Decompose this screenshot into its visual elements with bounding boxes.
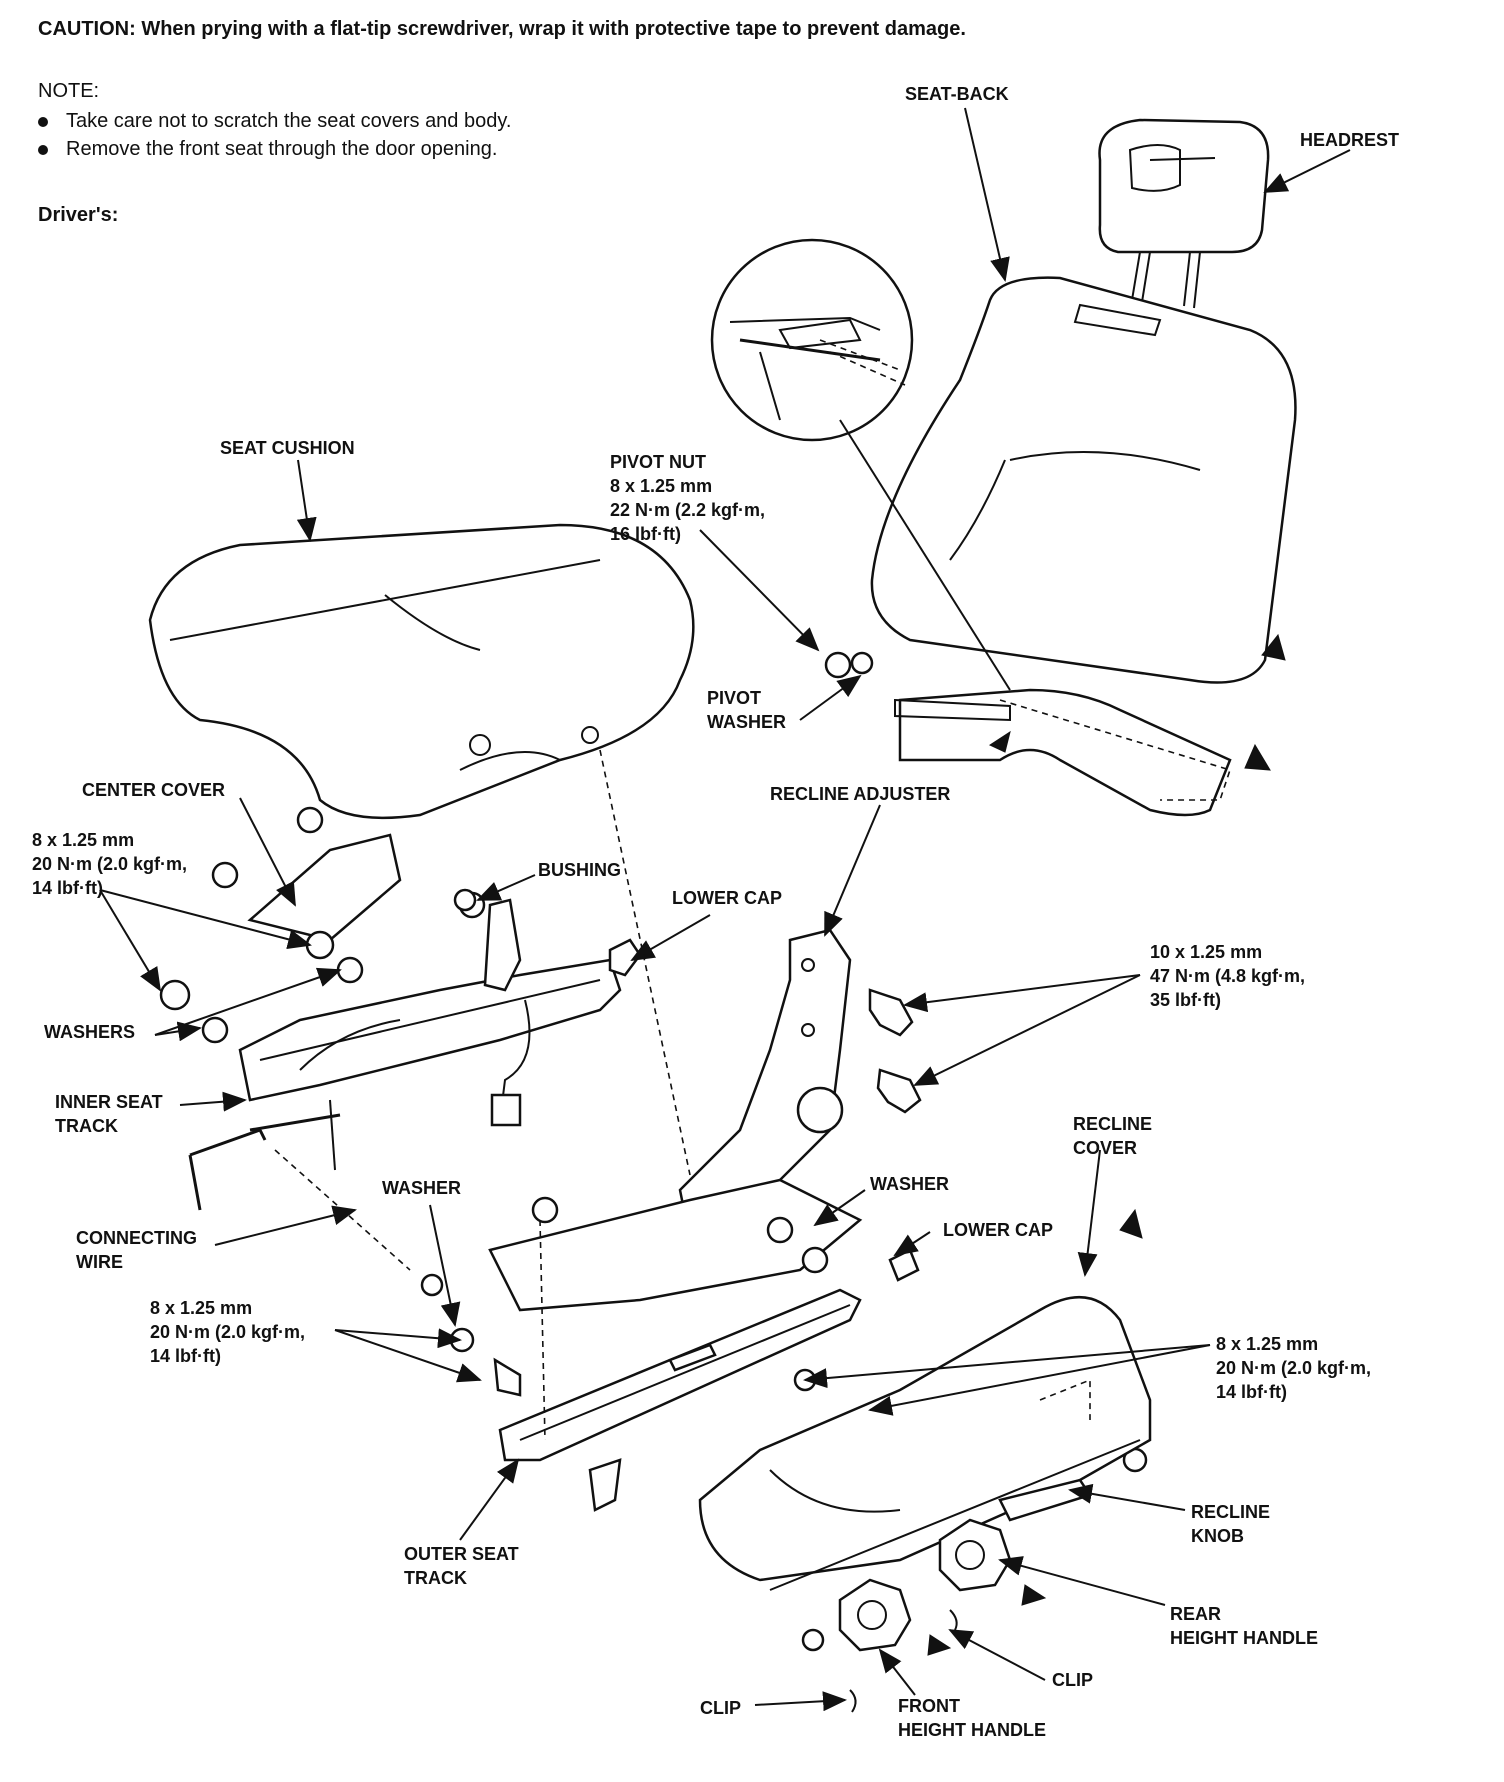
label-pivot-nut: PIVOT NUT 8 x 1.25 mm 22 N·m (2.2 kgf·m,…: [610, 452, 766, 544]
label-front-height-handle: FRONT HEIGHT HANDLE: [898, 1696, 1046, 1740]
label-clip-left: CLIP: [700, 1698, 742, 1718]
label-seat-back: SEAT-BACK: [905, 84, 1009, 104]
label-recline-knob: RECLINE KNOB: [1191, 1502, 1271, 1546]
detail-zoom-circle: [710, 238, 1011, 691]
label-clip-right: CLIP: [1052, 1670, 1094, 1690]
inner-track-part: [188, 833, 642, 1211]
label-bolt-spec-right-top: 10 x 1.25 mm 47 N·m (4.8 kgf·m, 35 lbf·f…: [1150, 942, 1306, 1010]
leader-lines: [99, 107, 1351, 1712]
label-lower-cap-top: LOWER CAP: [672, 888, 782, 908]
note-title: NOTE:: [38, 80, 100, 102]
height-handles: [838, 1518, 1012, 1713]
bullet-icon: [38, 116, 48, 127]
note-item-2: Remove the front seat through the door o…: [38, 138, 497, 161]
note-text: Take care not to scratch the seat covers…: [66, 110, 512, 132]
seat-back-part: [870, 276, 1297, 817]
label-pivot-washer: PIVOT WASHER: [707, 688, 787, 732]
label-connecting-wire: CONNECTING WIRE: [76, 1228, 197, 1272]
label-bolt-spec-bottom-left: 8 x 1.25 mm 20 N·m (2.0 kgf·m, 14 lbf·ft…: [150, 1298, 306, 1366]
note-item-1: Take care not to scratch the seat covers…: [38, 110, 511, 133]
label-recline-adjuster: RECLINE ADJUSTER: [770, 784, 951, 804]
label-recline-cover: RECLINE COVER: [1073, 1114, 1153, 1158]
label-bolt-spec-bottom-right: 8 x 1.25 mm 20 N·m (2.0 kgf·m, 14 lbf·ft…: [1216, 1334, 1372, 1402]
right-fasteners: [449, 651, 1148, 1652]
caution-text: CAUTION: When prying with a flat-tip scr…: [38, 18, 966, 40]
label-washers: WASHERS: [44, 1022, 136, 1042]
label-washer-left: WASHER: [382, 1178, 462, 1198]
recline-cover-part: [698, 1295, 1152, 1591]
direction-arrows: [927, 633, 1286, 1656]
headrest-part: [1098, 118, 1270, 309]
label-seat-cushion: SEAT CUSHION: [220, 438, 355, 458]
label-center-cover: CENTER COVER: [82, 780, 226, 800]
diagram-subtitle: Driver's:: [38, 204, 119, 226]
label-headrest: HEADREST: [1300, 130, 1400, 150]
label-washer-right: WASHER: [870, 1174, 950, 1194]
label-outer-seat-track: OUTER SEAT TRACK: [404, 1544, 519, 1588]
label-bolt-spec-left: 8 x 1.25 mm 20 N·m (2.0 kgf·m, 14 lbf·ft…: [32, 830, 188, 898]
label-bushing: BUSHING: [538, 860, 622, 880]
note-text: Remove the front seat through the door o…: [66, 138, 498, 160]
bullet-icon: [38, 144, 48, 155]
label-inner-seat-track: INNER SEAT TRACK: [55, 1092, 163, 1136]
label-rear-height-handle: REAR HEIGHT HANDLE: [1170, 1604, 1318, 1648]
seat-cushion-part: [148, 523, 695, 820]
label-lower-cap-bottom: LOWER CAP: [943, 1220, 1053, 1240]
